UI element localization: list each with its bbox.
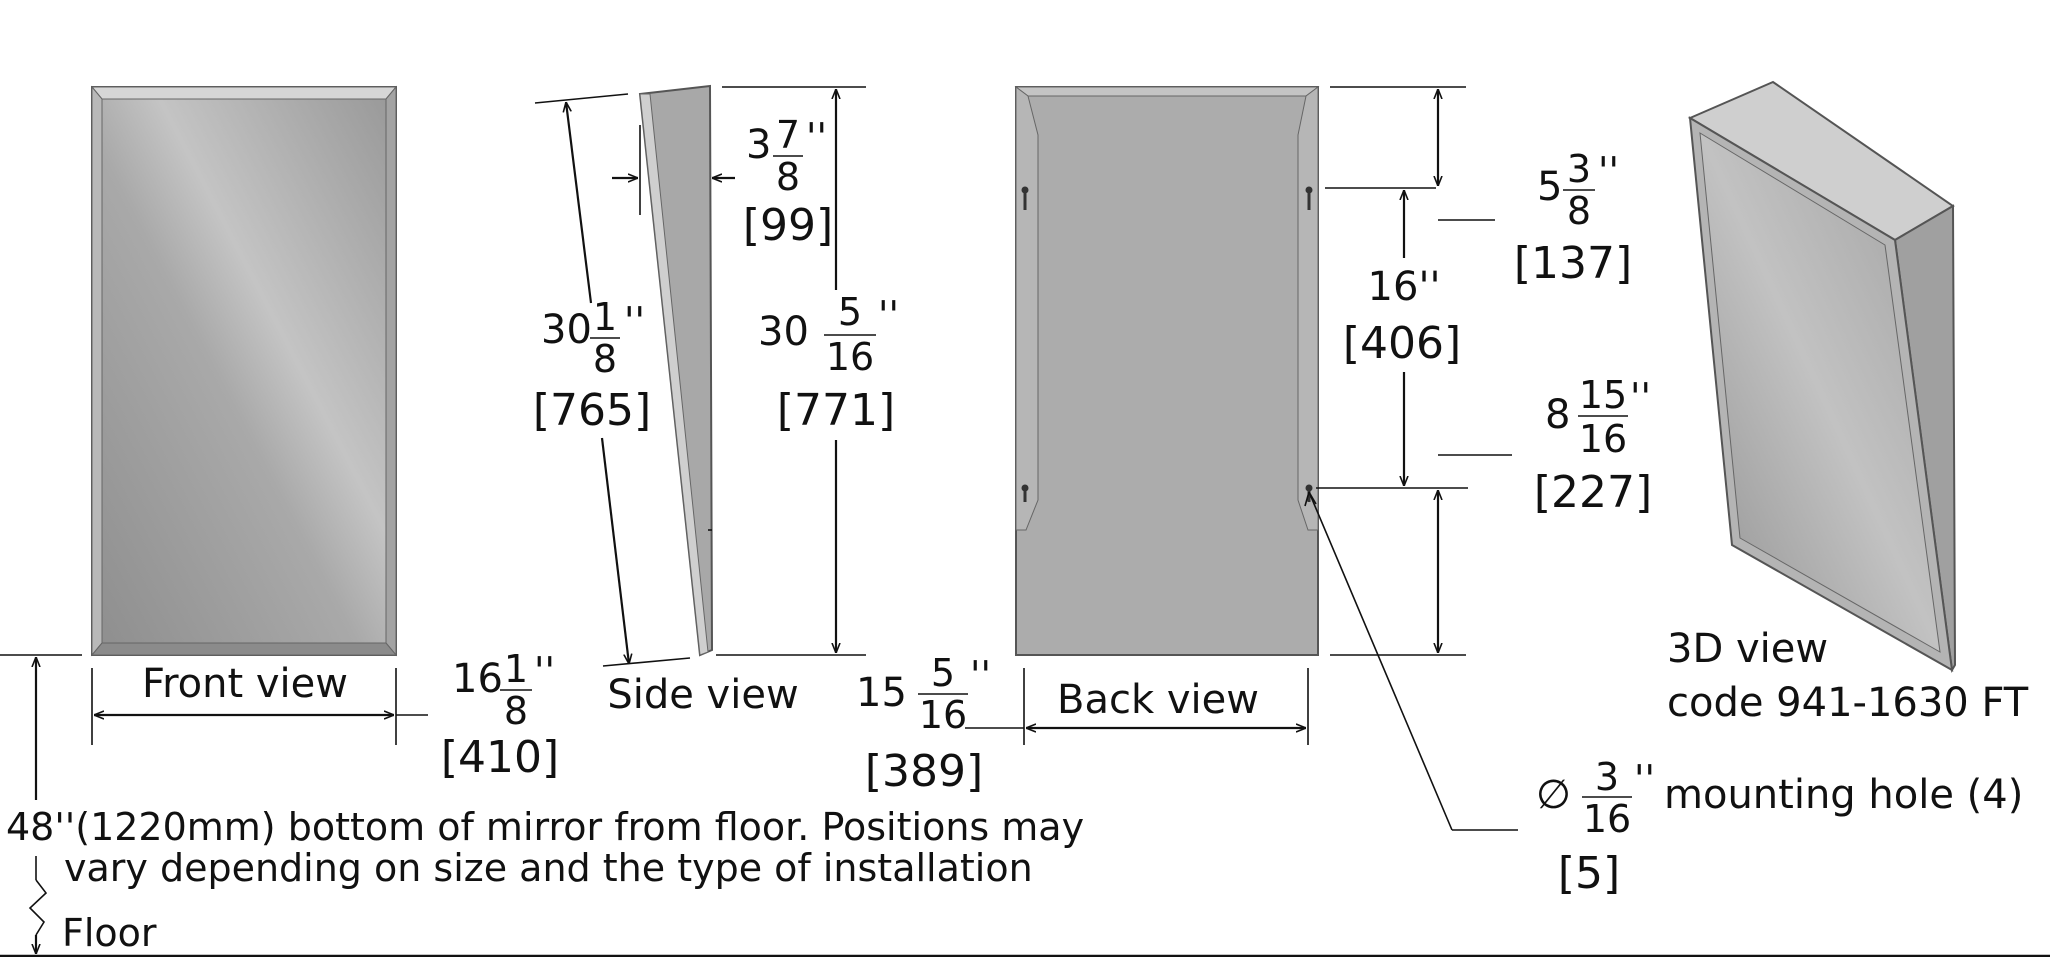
front-width-unit: '': [534, 649, 555, 693]
keyhole-top-left: [1021, 186, 1029, 210]
back-width-numerator: 5: [931, 651, 955, 695]
front-view: [90, 85, 398, 657]
mounting-height-note-line1: 48''(1220mm) bottom of mirror from floor…: [6, 805, 1084, 849]
height-dimension: 30 5 16 '' [771]: [716, 86, 899, 656]
front-width-numerator: 1: [504, 647, 528, 691]
three-d-view: 3D view code 941-1630 FT: [1667, 80, 2029, 726]
side-view-label: Side view: [607, 672, 798, 718]
height-denominator: 16: [826, 335, 874, 379]
top-offset-value: 5 3 8 '' [137]: [1514, 147, 1632, 289]
bottom-offset-denominator: 16: [1579, 417, 1627, 461]
front-width-dimension: Front view: [91, 661, 428, 745]
height-numerator: 5: [838, 290, 862, 334]
back-top-flange: [1014, 86, 1320, 97]
three-d-mirror-glass: [1699, 132, 1941, 653]
hole-denominator: 16: [1583, 797, 1631, 841]
back-view-label: Back view: [1057, 677, 1259, 723]
slant-height-numerator: 1: [593, 295, 617, 339]
depth-unit: '': [806, 115, 827, 159]
front-frame-left-bevel: [91, 85, 103, 657]
back-vertical-dimensions: [1316, 86, 1512, 656]
diameter-symbol: ∅: [1536, 772, 1571, 818]
keyhole-bottom-left: [1021, 484, 1029, 502]
side-profile-face: [639, 93, 709, 656]
top-offset-unit: '': [1598, 149, 1619, 193]
bottom-offset-value: 8 15 16 '' [227]: [1534, 373, 1652, 518]
depth-denominator: 8: [776, 155, 800, 199]
height-unit: '': [878, 293, 899, 337]
back-left-flange: [1015, 86, 1039, 531]
floor-label: Floor: [62, 911, 157, 955]
front-frame-bottom-bevel: [90, 642, 398, 656]
bottom-offset-whole: 8: [1545, 392, 1570, 438]
front-width-denominator: 8: [504, 689, 528, 733]
back-width-whole: 15: [856, 670, 907, 716]
front-width-mm: [410]: [441, 732, 559, 783]
back-right-flange: [1297, 86, 1319, 531]
depth-numerator: 7: [776, 113, 800, 157]
depth-whole: 3: [746, 122, 771, 168]
floor-height-indicator: [0, 654, 2050, 957]
back-width-mm: [389]: [865, 746, 983, 797]
bottom-offset-mm: [227]: [1534, 467, 1652, 518]
top-offset-whole: 5: [1537, 164, 1562, 210]
back-width-unit: '': [970, 653, 991, 697]
hole-unit: '': [1634, 757, 1655, 801]
bottom-offset-numerator: 15: [1579, 373, 1627, 417]
bottom-offset-unit: '': [1630, 375, 1651, 419]
product-code: code 941-1630 FT: [1667, 680, 2029, 726]
back-view: [1014, 86, 1320, 656]
back-panel: [1015, 86, 1319, 656]
front-mirror-glass: [101, 98, 387, 644]
hole-diameter-value: ∅ 3 16 '' mounting hole (4) [5]: [1536, 755, 2023, 899]
slant-height-denominator: 8: [593, 337, 617, 381]
mounting-hole-leader: [1304, 491, 1518, 831]
keyhole-top-right: [1305, 186, 1313, 210]
front-view-label: Front view: [142, 661, 348, 707]
top-offset-denominator: 8: [1567, 189, 1591, 233]
slant-height-unit: '': [624, 299, 645, 343]
front-frame-right-bevel: [385, 85, 397, 657]
side-view: Side view: [607, 84, 799, 718]
top-offset-numerator: 3: [1567, 147, 1591, 191]
height-whole: 30: [758, 309, 809, 355]
slant-height-whole: 30: [541, 307, 592, 353]
back-width-denominator: 16: [919, 693, 967, 737]
front-width-value: 16 1 8 '' [410]: [441, 647, 559, 783]
mounting-hole-label: mounting hole (4): [1664, 772, 2023, 818]
front-width-whole: 16: [452, 656, 503, 702]
slant-height-dimension: 30 1 8 '' [765]: [533, 93, 691, 667]
hole-spacing-mm: [406]: [1343, 318, 1461, 369]
top-offset-mm: [137]: [1514, 238, 1632, 289]
depth-dimension: 3 7 8 '' [99]: [612, 113, 833, 251]
depth-mm: [99]: [743, 200, 833, 251]
three-d-view-label: 3D view: [1667, 626, 1828, 672]
mounting-height-note-line2: vary depending on size and the type of i…: [64, 846, 1033, 890]
hole-spacing-inches: 16'': [1368, 264, 1441, 310]
back-width-dimension: Back view 15 5 16 '' [389]: [856, 651, 1309, 797]
hole-numerator: 3: [1595, 755, 1619, 799]
hole-spacing-value: 16'' [406]: [1343, 264, 1461, 369]
front-frame-top-bevel: [90, 86, 398, 100]
hole-mm: [5]: [1558, 848, 1620, 899]
slant-height-mm: [765]: [533, 385, 651, 436]
height-mm: [771]: [777, 385, 895, 436]
